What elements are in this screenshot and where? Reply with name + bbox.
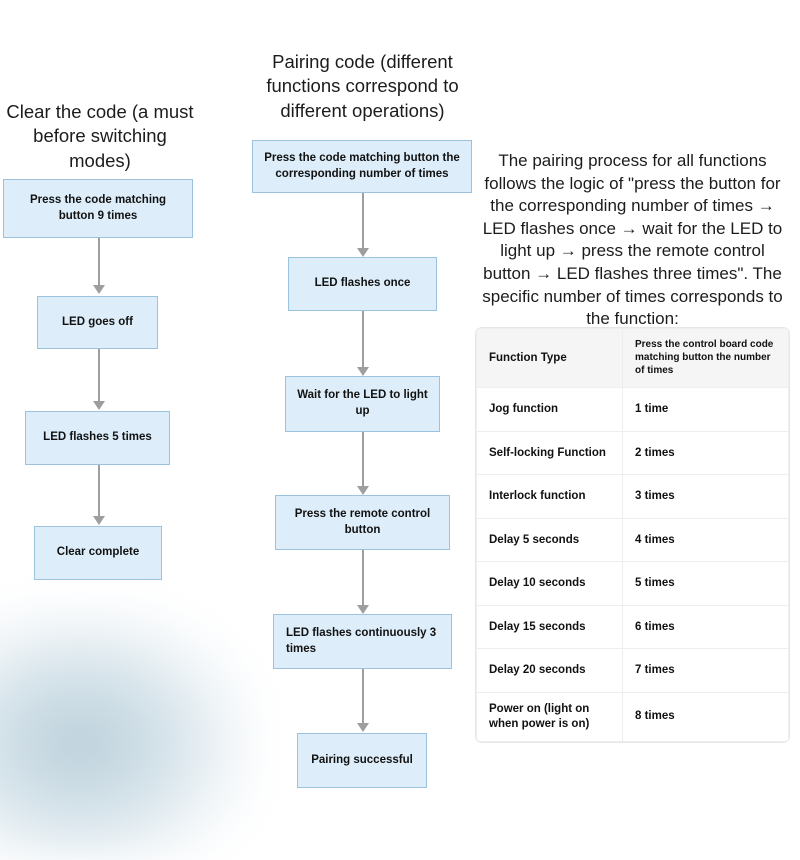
cell-function-type: Delay 20 seconds	[476, 648, 623, 693]
table-header-press-times: Press the control board code matching bu…	[622, 328, 789, 389]
left-node-led-flashes-5-times: LED flashes 5 times	[25, 411, 170, 465]
mid-arrow-4	[356, 550, 370, 614]
mid-node-pairing-successful: Pairing successful	[297, 733, 427, 788]
table-row: Interlock function 3 times	[476, 474, 789, 519]
table-row: Power on (light on when power is on) 8 t…	[476, 691, 789, 742]
cell-function-type: Power on (light on when power is on)	[476, 691, 623, 742]
table-row: Delay 10 seconds 5 times	[476, 561, 789, 606]
mid-arrow-5	[356, 669, 370, 732]
table-row: Delay 20 seconds 7 times	[476, 648, 789, 693]
cell-press-times: 8 times	[622, 691, 789, 742]
table-row: Delay 5 seconds 4 times	[476, 517, 789, 563]
pairing-process-description: The pairing process for all functions fo…	[482, 151, 783, 329]
cell-press-times: 5 times	[622, 561, 789, 606]
cell-press-times: 2 times	[622, 430, 789, 476]
mid-arrow-3	[356, 432, 370, 495]
mid-node-press-button-corresponding-times: Press the code matching button the corre…	[252, 140, 472, 193]
left-node-clear-complete: Clear complete	[34, 526, 162, 580]
table-row: Self-locking Function 2 times	[476, 430, 789, 476]
decorative-gradient-blob	[0, 600, 260, 860]
mid-node-led-flashes-once: LED flashes once	[288, 257, 437, 311]
cell-function-type: Delay 10 seconds	[476, 561, 623, 606]
cell-function-type: Self-locking Function	[476, 430, 623, 476]
mid-arrow-2	[356, 311, 370, 376]
left-arrow-1	[92, 238, 106, 294]
left-node-press-button-9-times: Press the code matching button 9 times	[3, 179, 193, 238]
cell-press-times: 6 times	[622, 604, 789, 650]
function-times-table: Function Type Press the control board co…	[476, 328, 789, 742]
left-arrow-2	[92, 349, 106, 410]
table-row: Jog function 1 time	[476, 387, 789, 432]
table-row: Delay 15 seconds 6 times	[476, 604, 789, 650]
cell-press-times: 4 times	[622, 517, 789, 563]
left-arrow-3	[92, 465, 106, 525]
diagram-canvas: Clear the code (a must before switching …	[0, 51, 789, 860]
cell-function-type: Jog function	[476, 387, 623, 432]
cell-function-type: Interlock function	[476, 474, 623, 519]
cell-function-type: Delay 15 seconds	[476, 604, 623, 650]
mid-node-wait-for-led: Wait for the LED to light up	[285, 376, 440, 432]
cell-press-times: 3 times	[622, 474, 789, 519]
mid-arrow-1	[356, 193, 370, 257]
cell-press-times: 1 time	[622, 387, 789, 432]
middle-column-heading: Pairing code (different functions corres…	[266, 51, 459, 121]
mid-node-led-flashes-continuously-3-times: LED flashes continuously 3 times	[273, 614, 452, 669]
cell-press-times: 7 times	[622, 648, 789, 693]
table-header-row: Function Type Press the control board co…	[476, 328, 789, 389]
left-node-led-goes-off: LED goes off	[37, 296, 158, 349]
left-column-heading: Clear the code (a must before switching …	[6, 101, 194, 171]
table-header-function-type: Function Type	[476, 328, 623, 389]
cell-function-type: Delay 5 seconds	[476, 517, 623, 563]
mid-node-press-remote-control-button: Press the remote control button	[275, 495, 450, 550]
